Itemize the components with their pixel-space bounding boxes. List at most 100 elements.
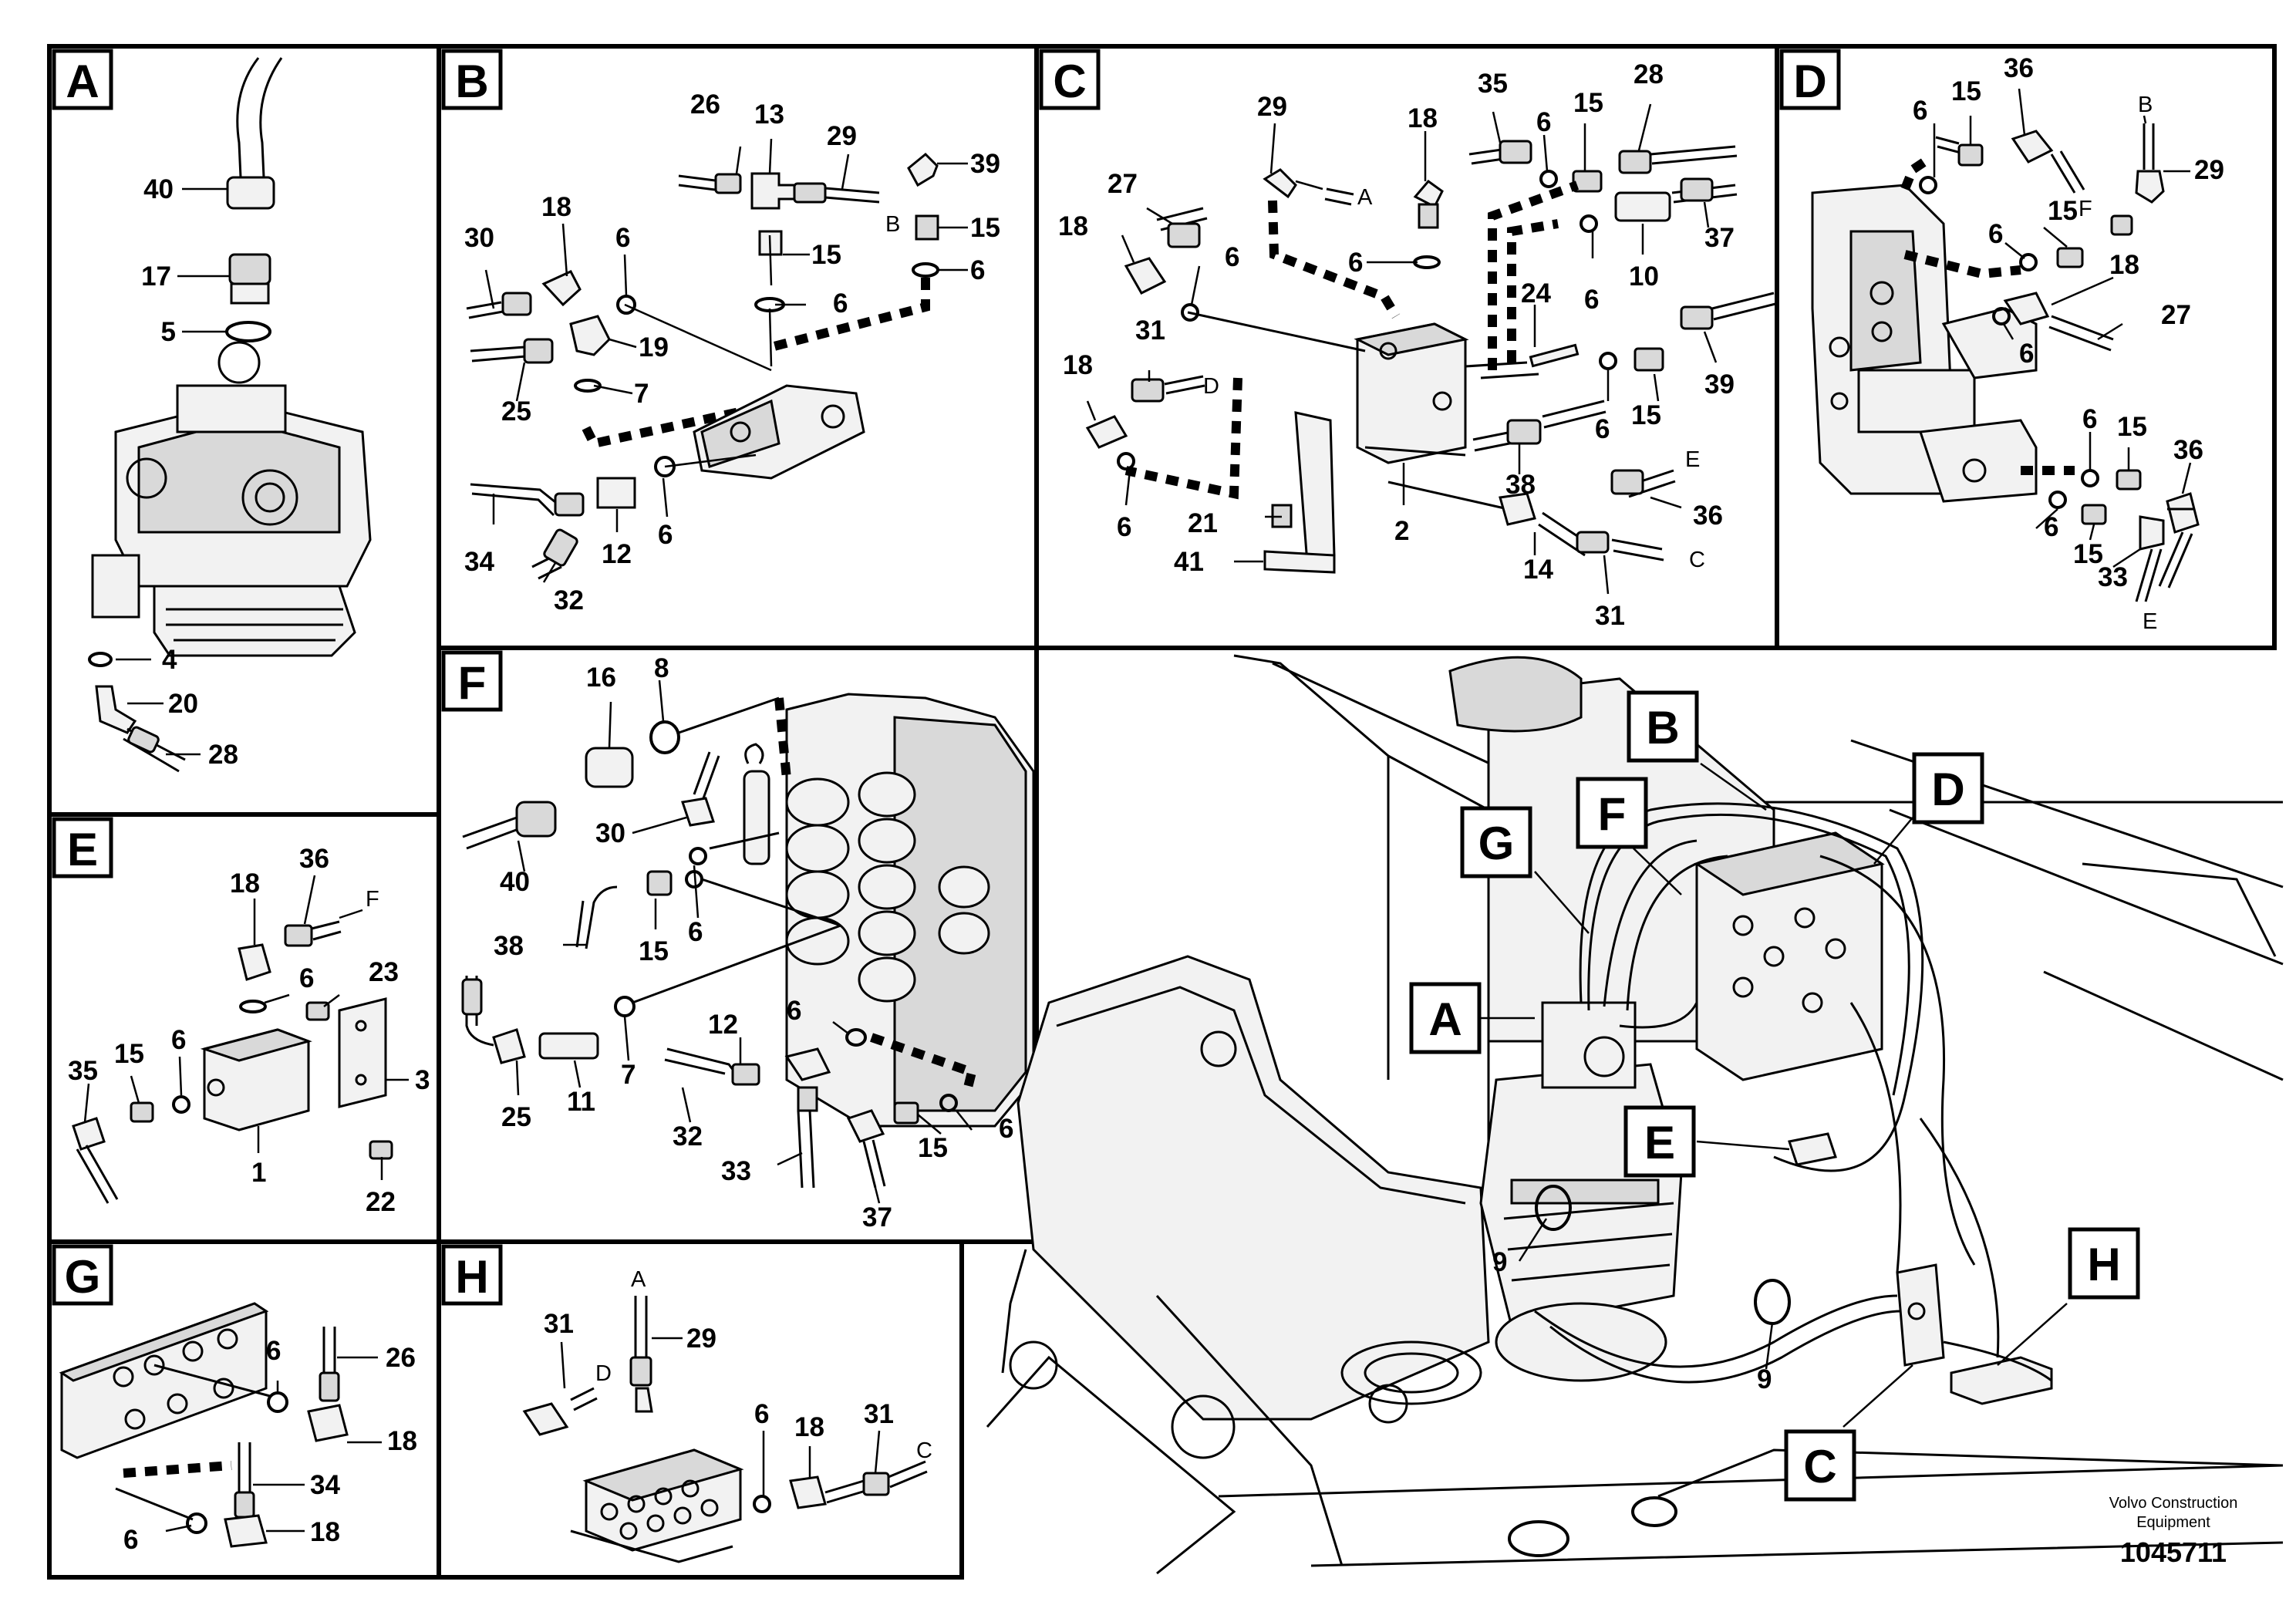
svg-text:A: A [66, 56, 99, 107]
end-label-d-f: F [2079, 197, 2092, 221]
panel-b-drawing: 26 13 29 39 15 30 18 6 15 6 19 7 6 25 34… [464, 89, 1000, 615]
end-label-b: B [885, 212, 900, 237]
callout-c-6c: 6 [1348, 248, 1363, 278]
callout-b-30: 30 [464, 223, 494, 253]
svg-text:G: G [65, 1251, 101, 1303]
callout-a-5: 5 [161, 317, 176, 347]
callout-d-18: 18 [2109, 250, 2139, 280]
overview-label-e: E [1644, 1117, 1675, 1168]
callout-a-40: 40 [143, 174, 174, 204]
callout-c-6f: 6 [1117, 512, 1131, 542]
panel-frames [47, 44, 2277, 1580]
panel-label-c: C [1039, 49, 1101, 110]
callout-d-36b: 36 [2173, 435, 2203, 465]
callout-f-6a: 6 [688, 917, 703, 947]
svg-text:B: B [455, 56, 488, 107]
overview-label-c-box [1784, 1429, 1856, 1502]
overview-label-g-box [1460, 806, 1532, 878]
callout-f-37: 37 [862, 1202, 892, 1233]
end-label-c-a: A [1357, 185, 1373, 210]
footer: Volvo Construction Equipment 1045711 [2109, 1495, 2238, 1568]
callout-b-6d: 6 [658, 520, 673, 550]
callout-b-19: 19 [639, 332, 669, 363]
callout-h-31a: 31 [544, 1309, 574, 1339]
callout-c-6e: 6 [1595, 414, 1610, 444]
overview-label-c: C [1803, 1441, 1836, 1492]
callout-f-30: 30 [595, 818, 625, 848]
callout-a-28: 28 [208, 740, 238, 770]
panel-g-drawing: 6 26 18 34 6 18 [59, 1302, 417, 1555]
panel-c-drawing: 29 18 35 28 6 15 27 18 6 6 10 37 24 6 31… [1058, 59, 1776, 631]
callout-d-15b: 15 [2048, 196, 2078, 226]
callout-f-38: 38 [494, 931, 524, 961]
end-label-e-f: F [366, 887, 379, 912]
callout-c-27: 27 [1108, 169, 1138, 199]
callout-a-4: 4 [162, 645, 177, 675]
callout-b-29: 29 [827, 121, 857, 151]
callout-d-6e: 6 [2044, 512, 2058, 542]
callout-b-39: 39 [970, 149, 1000, 179]
panel-e-drawing: 36 18 6 23 35 15 6 3 1 22 F [68, 844, 430, 1217]
panel-label-b: B [441, 49, 503, 110]
callout-h-6: 6 [754, 1399, 769, 1429]
callout-a-17: 17 [141, 261, 171, 292]
overview-label-b: B [1646, 702, 1679, 754]
callout-e-15: 15 [114, 1039, 144, 1069]
callout-c-10: 10 [1629, 261, 1659, 292]
svg-text:E: E [67, 824, 98, 875]
footer-company-line1: Volvo Construction [2109, 1495, 2238, 1512]
overview-label-a: A [1428, 993, 1462, 1045]
callout-f-12: 12 [708, 1010, 738, 1040]
callout-e-1: 1 [251, 1158, 266, 1188]
svg-text:C: C [1053, 56, 1086, 107]
callout-e-6a: 6 [299, 963, 314, 993]
callout-b-34: 34 [464, 547, 494, 577]
overview-label-d-box [1912, 752, 1984, 824]
callout-c-15b: 15 [1631, 400, 1661, 430]
callout-c-14: 14 [1523, 555, 1553, 585]
end-label-c-e: E [1685, 447, 1700, 472]
callout-f-33: 33 [721, 1156, 751, 1186]
callout-c-2: 2 [1394, 516, 1409, 546]
callout-g-26: 26 [386, 1343, 416, 1373]
callout-f-15a: 15 [639, 936, 669, 966]
overview-swivel [1479, 1001, 1683, 1382]
callout-overview-9a: 9 [1492, 1247, 1507, 1277]
end-label-d-b: B [2138, 93, 2153, 117]
callout-g-18b: 18 [310, 1517, 340, 1547]
callout-f-7: 7 [621, 1060, 636, 1090]
callout-g-6b: 6 [123, 1525, 138, 1555]
callout-d-29: 29 [2194, 155, 2224, 185]
end-label-c-d: D [1203, 374, 1219, 399]
svg-text:F: F [458, 657, 487, 709]
callout-h-31b: 31 [864, 1399, 894, 1429]
callout-c-41: 41 [1174, 547, 1204, 577]
callout-b-13: 13 [754, 99, 784, 130]
callout-b-15b: 15 [811, 240, 841, 270]
panel-h-ports [600, 1479, 719, 1540]
svg-text:H: H [455, 1251, 488, 1303]
callout-f-6c: 6 [999, 1114, 1013, 1144]
overview-label-a-box [1409, 982, 1482, 1054]
callout-d-6a: 6 [1913, 96, 1927, 126]
callout-d-36a: 36 [2004, 53, 2034, 83]
callout-f-8: 8 [654, 653, 669, 683]
callout-e-23: 23 [369, 957, 399, 987]
callout-h-29: 29 [686, 1324, 716, 1354]
callout-a-20: 20 [168, 689, 198, 719]
callout-c-38: 38 [1505, 470, 1536, 500]
callout-c-15a: 15 [1573, 88, 1603, 118]
overview-label-b-box [1627, 690, 1699, 763]
callout-g-18a: 18 [387, 1426, 417, 1456]
overview-valve-block [1694, 831, 1885, 1081]
callout-b-12: 12 [602, 539, 632, 569]
callout-c-24: 24 [1521, 278, 1551, 309]
callout-f-32: 32 [673, 1121, 703, 1152]
callout-d-15d: 15 [2073, 539, 2103, 569]
panel-d-drawing: 6 15 36 29 15 6 18 27 6 6 15 36 6 15 33 … [1811, 53, 2224, 634]
panel-label-d: D [1779, 49, 1841, 110]
end-label-h-d: D [595, 1361, 612, 1386]
footer-company-line2: Equipment [2136, 1514, 2210, 1531]
callout-b-6b: 6 [833, 288, 848, 319]
